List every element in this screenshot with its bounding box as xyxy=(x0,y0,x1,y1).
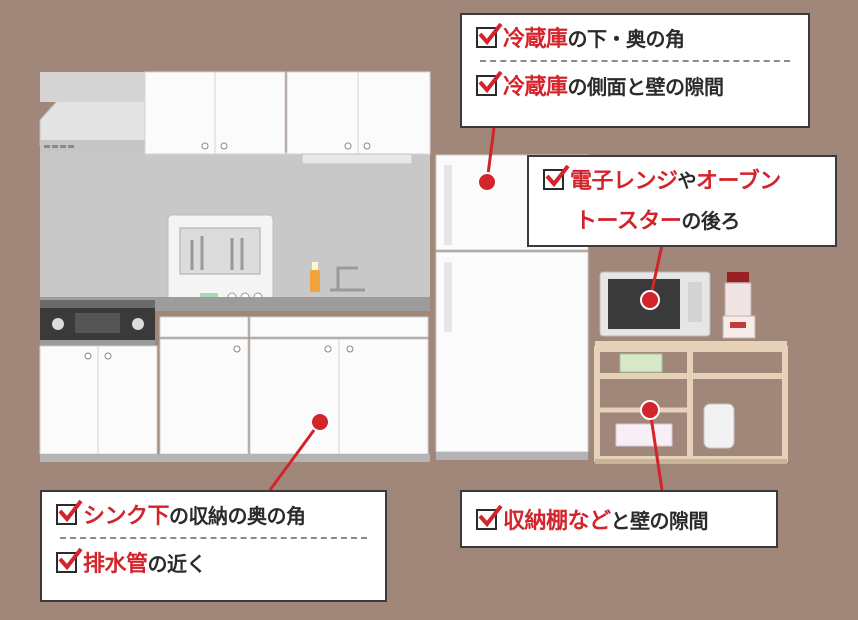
checkbox-icon xyxy=(543,164,570,190)
blender xyxy=(722,272,756,339)
pointer-dot-icon xyxy=(310,172,660,432)
upper-cabinets xyxy=(144,71,431,165)
checkmark-icon xyxy=(545,164,570,187)
highlight-text: 排水管 xyxy=(83,552,148,577)
checkbox-icon xyxy=(56,547,83,573)
storage-shelf xyxy=(594,341,788,464)
callout-refrigerator-line2: 冷蔵庫 の側面と壁の隙間 xyxy=(476,69,794,101)
highlight-text: トースター xyxy=(575,209,682,234)
plain-text: の後ろ xyxy=(681,208,740,233)
plain-text: の下・奥の角 xyxy=(567,26,686,51)
callout-microwave-line1: 電子レンジ や オーブン xyxy=(543,163,821,195)
callout-microwave-line2: トースター の後ろ xyxy=(543,203,821,235)
divider xyxy=(60,537,367,539)
callout-sink: シンク下 の収納の奥の角 排水管 の近く xyxy=(40,490,387,602)
plain-text: の側面と壁の隙間 xyxy=(567,74,725,99)
checkmark-icon xyxy=(58,547,83,570)
plain-text: の収納の奥の角 xyxy=(169,503,306,528)
callout-refrigerator-line1: 冷蔵庫 の下・奥の角 xyxy=(476,21,794,53)
highlight-text: オーブン xyxy=(696,169,781,194)
range-hood xyxy=(39,72,146,152)
checkmark-icon xyxy=(478,504,503,527)
checkmark-icon xyxy=(478,70,503,93)
highlight-text: シンク下 xyxy=(83,504,170,529)
highlight-text: 電子レンジ xyxy=(570,169,678,194)
callout-microwave: 電子レンジ や オーブン トースター の後ろ xyxy=(527,155,837,247)
lower-cabinets xyxy=(39,316,430,462)
plain-text: と壁の隙間 xyxy=(610,508,709,533)
callout-shelf-line1: 収納棚など と壁の隙間 xyxy=(476,503,709,535)
dishwasher xyxy=(167,214,274,309)
checkbox-icon xyxy=(476,70,503,96)
checkbox-icon xyxy=(56,499,83,525)
faucet xyxy=(330,266,365,292)
divider xyxy=(480,60,790,62)
callout-sink-line1: シンク下 の収納の奥の角 xyxy=(56,498,371,530)
dish-soap-bottle xyxy=(310,262,320,292)
checkmark-icon xyxy=(58,499,83,522)
callout-sink-line2: 排水管 の近く xyxy=(56,546,371,578)
gas-stove xyxy=(40,300,155,346)
callout-refrigerator: 冷蔵庫 の下・奥の角 冷蔵庫 の側面と壁の隙間 xyxy=(460,13,810,128)
highlight-text: 冷蔵庫 xyxy=(503,27,568,52)
plain-text: や xyxy=(677,169,697,192)
highlight-text: 冷蔵庫 xyxy=(503,75,568,100)
highlight-text: 収納棚など xyxy=(503,509,611,534)
plain-text: の近く xyxy=(147,551,207,576)
checkbox-icon xyxy=(476,504,503,530)
checkmark-icon xyxy=(478,22,503,45)
checkbox-icon xyxy=(476,22,503,48)
callout-shelf: 収納棚など と壁の隙間 xyxy=(460,490,778,548)
